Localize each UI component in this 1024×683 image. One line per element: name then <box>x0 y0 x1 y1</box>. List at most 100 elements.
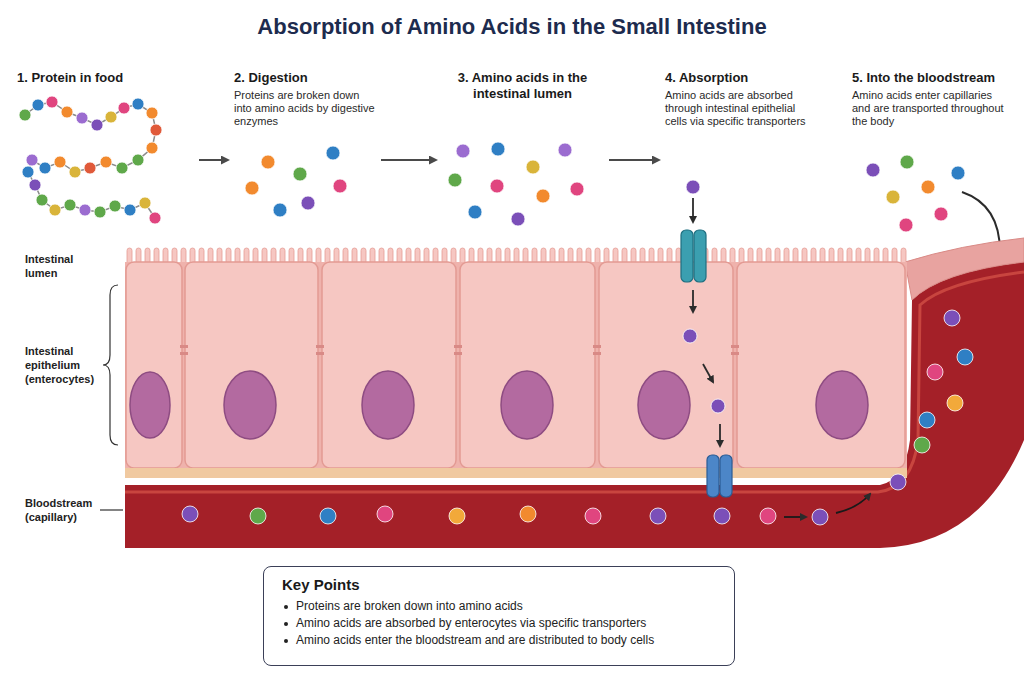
amino-acid <box>914 437 930 453</box>
step-panel: 1. Protein in food <box>15 68 195 240</box>
amino-acid <box>36 194 48 206</box>
step-panel: 5. Into the bloodstreamAmino acids enter… <box>850 68 1015 240</box>
amino-acid <box>377 506 393 522</box>
bracket <box>103 285 118 445</box>
amino-acid <box>273 203 287 217</box>
amino-acid <box>944 310 960 326</box>
diagram-title: Absorption of Amino Acids in the Small I… <box>0 14 1024 40</box>
step-heading: 5. Into the bloodstream <box>852 70 1013 86</box>
amino-acid <box>116 162 128 174</box>
amino-acid <box>150 124 162 136</box>
amino-acid <box>61 106 73 118</box>
bullet-text: Proteins are broken down into amino acid… <box>296 598 716 615</box>
amino-acid <box>899 218 913 232</box>
nucleus <box>816 371 868 439</box>
amino-acid <box>29 179 41 191</box>
bullet-dot <box>284 639 288 643</box>
epithelium <box>125 262 907 468</box>
step-panel: 2. DigestionProteins are broken down int… <box>232 68 377 240</box>
bullet-text: Amino acids are absorbed by enterocytes … <box>296 615 716 632</box>
amino-acid <box>19 109 31 121</box>
bullet-text: Amino acids enter the bloodstream and ar… <box>296 632 716 649</box>
amino-acid <box>957 349 973 365</box>
step-description: Amino acids enter capillaries and are tr… <box>852 89 1013 128</box>
amino-acid <box>650 508 666 524</box>
flow-arrow <box>719 424 721 446</box>
step-panel: 4. AbsorptionAmino acids are absorbed th… <box>663 68 808 240</box>
cell-junction <box>316 345 324 348</box>
amino-acid <box>333 179 347 193</box>
amino-acid <box>536 189 550 203</box>
amino-acid <box>468 205 482 219</box>
cell-junction <box>180 352 188 355</box>
cell-junction <box>593 352 601 355</box>
amino-acid <box>182 506 198 522</box>
amino-acid <box>900 155 914 169</box>
amino-acid <box>245 181 259 195</box>
bullet-item: Amino acids are absorbed by enterocytes … <box>282 615 716 632</box>
amino-acid <box>585 508 601 524</box>
amino-acid <box>812 509 828 525</box>
amino-acid <box>714 508 730 524</box>
amino-acid <box>686 180 700 194</box>
region-label: Intestinal epithelium (enterocytes) <box>25 344 105 386</box>
enterocyte <box>599 262 733 468</box>
amino-acid <box>22 166 34 178</box>
nucleus <box>638 371 690 439</box>
amino-acid <box>326 146 340 160</box>
amino-acid <box>456 144 470 158</box>
nucleus <box>501 371 553 439</box>
region-label: Intestinal lumen <box>25 252 105 280</box>
amino-acid <box>46 96 58 108</box>
amino-acid <box>520 506 536 522</box>
cell-junction <box>593 345 601 348</box>
amino-acid <box>760 508 776 524</box>
amino-acid <box>79 204 91 216</box>
step-arrow <box>199 159 228 161</box>
amino-acid <box>526 160 540 174</box>
basolateral-transporter <box>720 455 732 497</box>
cell-junction <box>316 352 324 355</box>
apical-transporter <box>681 230 693 282</box>
cell-junction <box>454 345 462 348</box>
nucleus <box>224 371 276 439</box>
amino-acid <box>109 200 121 212</box>
amino-acid <box>927 364 943 380</box>
enterocyte <box>126 262 182 468</box>
amino-acid <box>69 166 81 178</box>
basolateral-transporter <box>707 455 719 497</box>
amino-acid <box>84 162 96 174</box>
step-heading: 4. Absorption <box>665 70 806 86</box>
cell-junction <box>454 352 462 355</box>
flow-arrow <box>692 290 694 312</box>
amino-acid <box>511 212 525 226</box>
nucleus <box>362 371 414 439</box>
amino-acid <box>76 112 88 124</box>
step-heading: 2. Digestion <box>234 70 375 86</box>
amino-acid <box>54 156 66 168</box>
amino-acid <box>64 199 76 211</box>
amino-acid <box>32 99 44 111</box>
enterocyte <box>460 262 595 468</box>
amino-acid <box>146 142 158 154</box>
amino-acid <box>146 107 158 119</box>
amino-acid <box>934 207 948 221</box>
bullet-dot <box>284 622 288 626</box>
bullet-item: Proteins are broken down into amino acid… <box>282 598 716 615</box>
amino-acid <box>491 142 505 156</box>
step-description: Proteins are broken down into amino acid… <box>234 89 375 128</box>
amino-acid <box>139 197 151 209</box>
step-arrow <box>609 159 659 161</box>
amino-acid <box>105 111 117 123</box>
enterocyte <box>185 262 318 468</box>
amino-acid <box>320 508 336 524</box>
amino-acid <box>890 474 906 490</box>
step-panel: 3. Amino acids in the intestinal lumen <box>440 68 605 240</box>
key-heading: Key Points <box>282 575 716 594</box>
amino-acid <box>293 167 307 181</box>
amino-acid <box>250 508 266 524</box>
basement-membrane <box>125 468 907 478</box>
cell-junction <box>180 345 188 348</box>
amino-acid <box>94 206 106 218</box>
flow-arrow <box>836 494 870 513</box>
